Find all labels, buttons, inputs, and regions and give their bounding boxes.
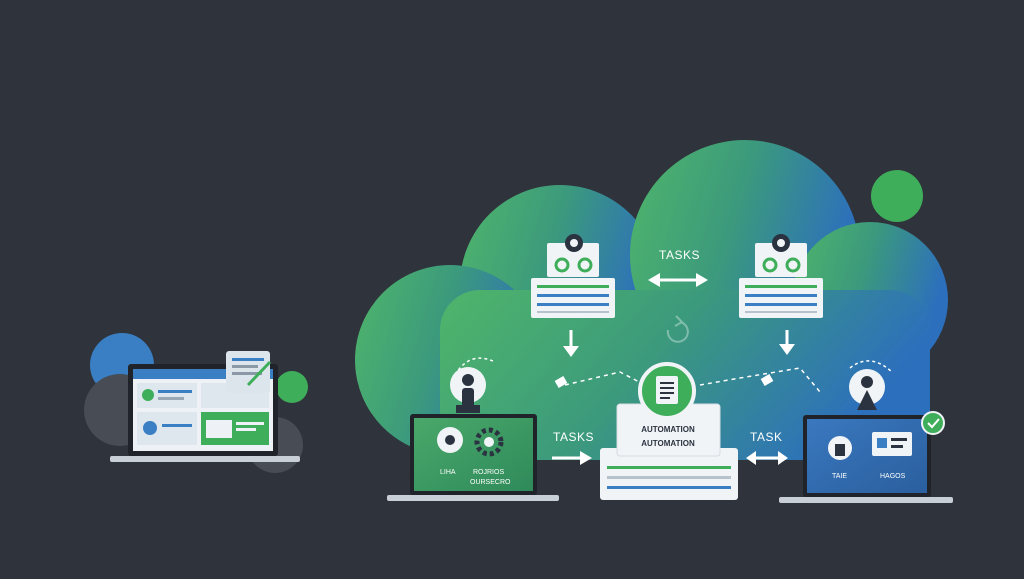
left-laptop-caption-b: ROJRIOS bbox=[473, 469, 504, 476]
dashed-arc-right bbox=[849, 360, 893, 373]
laptop-base bbox=[387, 495, 559, 501]
cog-icon-2 bbox=[577, 257, 593, 273]
arrow-down-right bbox=[779, 330, 795, 355]
task-label-right: TASK bbox=[750, 430, 782, 444]
small-doc-icon bbox=[554, 376, 568, 388]
right-blue-laptop: TAIE HAGOS bbox=[779, 411, 953, 503]
right-laptop-caption-a: TAIE bbox=[832, 473, 847, 480]
person-icon-left bbox=[450, 367, 486, 413]
decor-green-dot bbox=[871, 170, 923, 222]
document-icon bbox=[656, 376, 678, 404]
arrow-down-left bbox=[563, 330, 579, 357]
left-laptop-caption-a: LIHA bbox=[440, 469, 456, 476]
left-laptop-group bbox=[84, 333, 308, 473]
left-laptop-base bbox=[110, 456, 300, 462]
left-green-laptop: LIHA ROJRIOS OURSECRO bbox=[387, 414, 559, 501]
cog-icon-right bbox=[762, 257, 778, 273]
dashed-arc-left bbox=[454, 357, 496, 376]
laptop-screen bbox=[414, 418, 533, 491]
right-laptop-caption-b: HAGOS bbox=[880, 473, 906, 480]
gear-panel bbox=[547, 243, 599, 277]
check-badge-icon bbox=[921, 411, 945, 435]
top-right-task-card bbox=[739, 234, 823, 318]
refresh-icon bbox=[666, 315, 689, 343]
small-doc-icon-2 bbox=[760, 374, 774, 386]
arrow-right-left bbox=[552, 451, 592, 465]
double-arrow-right bbox=[746, 451, 788, 465]
person-icon-right bbox=[849, 369, 885, 410]
decor-green-blob bbox=[276, 371, 308, 403]
gear-icon-laptop bbox=[474, 427, 504, 457]
double-arrow-top bbox=[648, 273, 708, 287]
automation-title-2: AUTOMATION bbox=[641, 439, 695, 448]
center-automation-block: AUTOMATION AUTOMATION bbox=[600, 362, 738, 500]
cog-icon-right-2 bbox=[785, 257, 801, 273]
top-left-task-card bbox=[531, 234, 615, 318]
gear-panel-right bbox=[755, 243, 807, 277]
tasks-label-top: TASKS bbox=[659, 248, 700, 262]
tasks-label-left: TASKS bbox=[553, 430, 594, 444]
left-laptop-caption-c: OURSECRO bbox=[470, 479, 511, 486]
automation-title-1: AUTOMATION bbox=[641, 425, 695, 434]
cog-icon bbox=[554, 257, 570, 273]
dashed-connector-left bbox=[564, 371, 646, 386]
laptop-base-right bbox=[779, 497, 953, 503]
